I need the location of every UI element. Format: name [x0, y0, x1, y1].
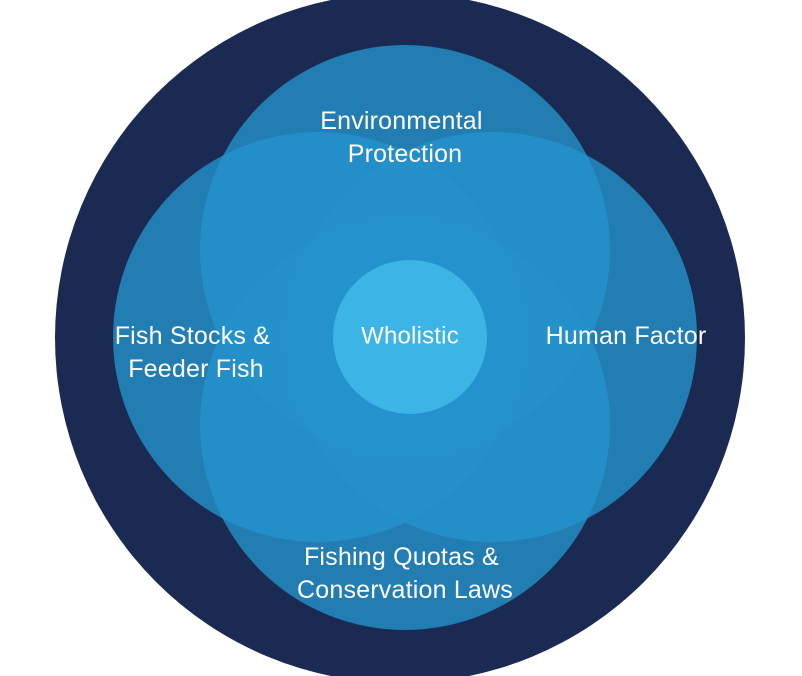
petal-label-line: Fishing Quotas & — [304, 543, 499, 571]
petal-label-line: Feeder Fish — [128, 355, 264, 383]
petal-label-fishing-quotas-conservation-laws: Fishing Quotas & Conservation Laws — [297, 543, 513, 604]
petal-circle-fishing-quotas-conservation-laws[interactable] — [200, 220, 610, 630]
petal-label-line: Conservation Laws — [297, 576, 513, 604]
petal-label-line: Protection — [348, 140, 463, 168]
petal-label-environmental-protection: Environmental Protection — [320, 107, 490, 168]
center-circle[interactable] — [333, 260, 487, 414]
petal-circle-group — [113, 45, 697, 630]
petal-label-line: Environmental — [320, 107, 482, 135]
center-label-wholistic: Wholistic — [361, 322, 459, 349]
petal-label-human-factor: Human Factor — [546, 322, 707, 350]
petal-label-group: Environmental Protection Fish Stocks & F… — [115, 107, 707, 604]
petal-label-line: Human Factor — [546, 322, 707, 350]
petal-label-fish-stocks-feeder-fish: Fish Stocks & Feeder Fish — [115, 322, 278, 383]
petal-label-line: Fish Stocks & — [115, 322, 271, 350]
